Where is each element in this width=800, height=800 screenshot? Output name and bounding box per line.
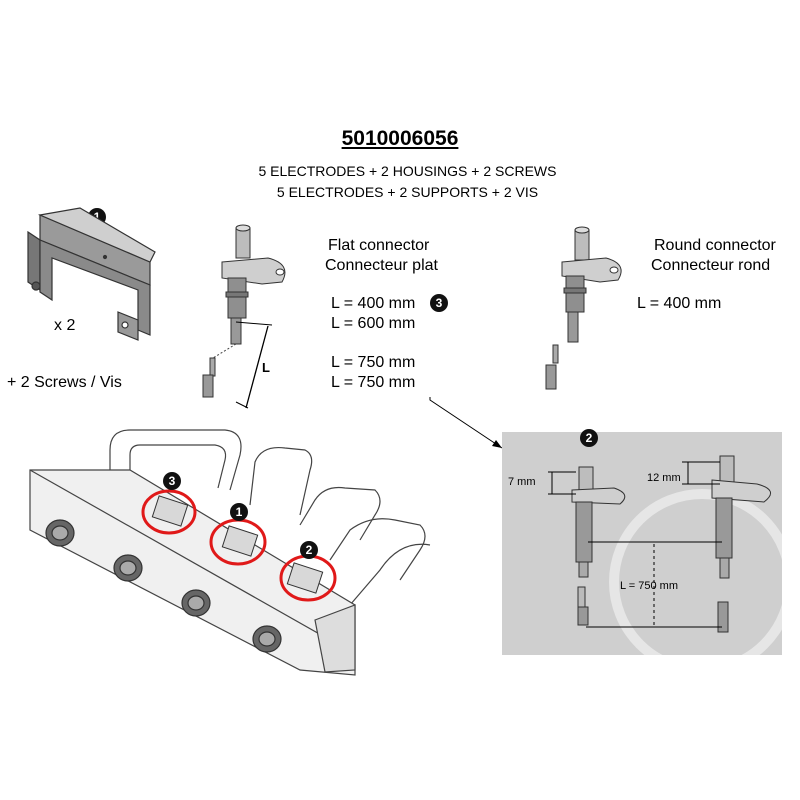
flat-connector-title-en: Flat connector xyxy=(328,237,430,254)
part-number: 5010006056 xyxy=(341,127,459,150)
flat-length-2: L = 600 mm xyxy=(331,315,416,332)
housing-badge: 1 xyxy=(88,208,106,226)
flat-length-3: L = 750 mm xyxy=(331,354,416,371)
detail-electrodes xyxy=(571,455,772,633)
detail-illustration xyxy=(548,455,782,655)
detail-badge: 2 xyxy=(580,429,598,447)
flat-length-1: L = 400 mm xyxy=(331,295,416,312)
detail-dim-length: L = 750 mm xyxy=(620,580,678,592)
housing-quantity: x 2 xyxy=(54,317,76,334)
round-electrode-illustration xyxy=(545,226,622,390)
burner-callout-badge-3: 3 xyxy=(163,472,181,490)
detail-dim-12mm: 12 mm xyxy=(647,472,681,484)
detail-dim-7mm: 7 mm xyxy=(508,476,536,488)
subtitle-french: 5 ELECTRODES + 2 SUPPORTS + 2 VIS xyxy=(276,184,539,200)
flat-connector-title-fr: Connecteur plat xyxy=(325,257,438,274)
screws-note: + 2 Screws / Vis xyxy=(7,374,122,391)
flat-connector-badge: 3 xyxy=(430,294,448,312)
detail-pointer-line xyxy=(429,397,503,449)
control-knobs xyxy=(45,519,282,653)
detail-panel: 2 7 mm 12 mm L = 750 mm xyxy=(502,429,782,655)
round-connector-title-fr: Connecteur rond xyxy=(651,257,771,274)
burner-callout-badge-1: 1 xyxy=(230,503,248,521)
housing-bracket-illustration xyxy=(27,207,156,341)
flat-electrode-length-letter: L xyxy=(262,360,270,375)
flat-electrode-illustration xyxy=(202,224,286,409)
watermark-logo xyxy=(609,489,782,655)
flat-length-4: L = 750 mm xyxy=(331,374,416,391)
burner-callout-badge-2: 2 xyxy=(300,541,318,559)
round-connector-length: L = 400 mm xyxy=(637,295,722,312)
burner-unit-illustration xyxy=(29,429,431,676)
subtitle-english: 5 ELECTRODES + 2 HOUSINGS + 2 SCREWS xyxy=(258,163,557,179)
round-connector-title-en: Round connector xyxy=(654,237,776,254)
detail-dimension-lines xyxy=(548,461,722,628)
